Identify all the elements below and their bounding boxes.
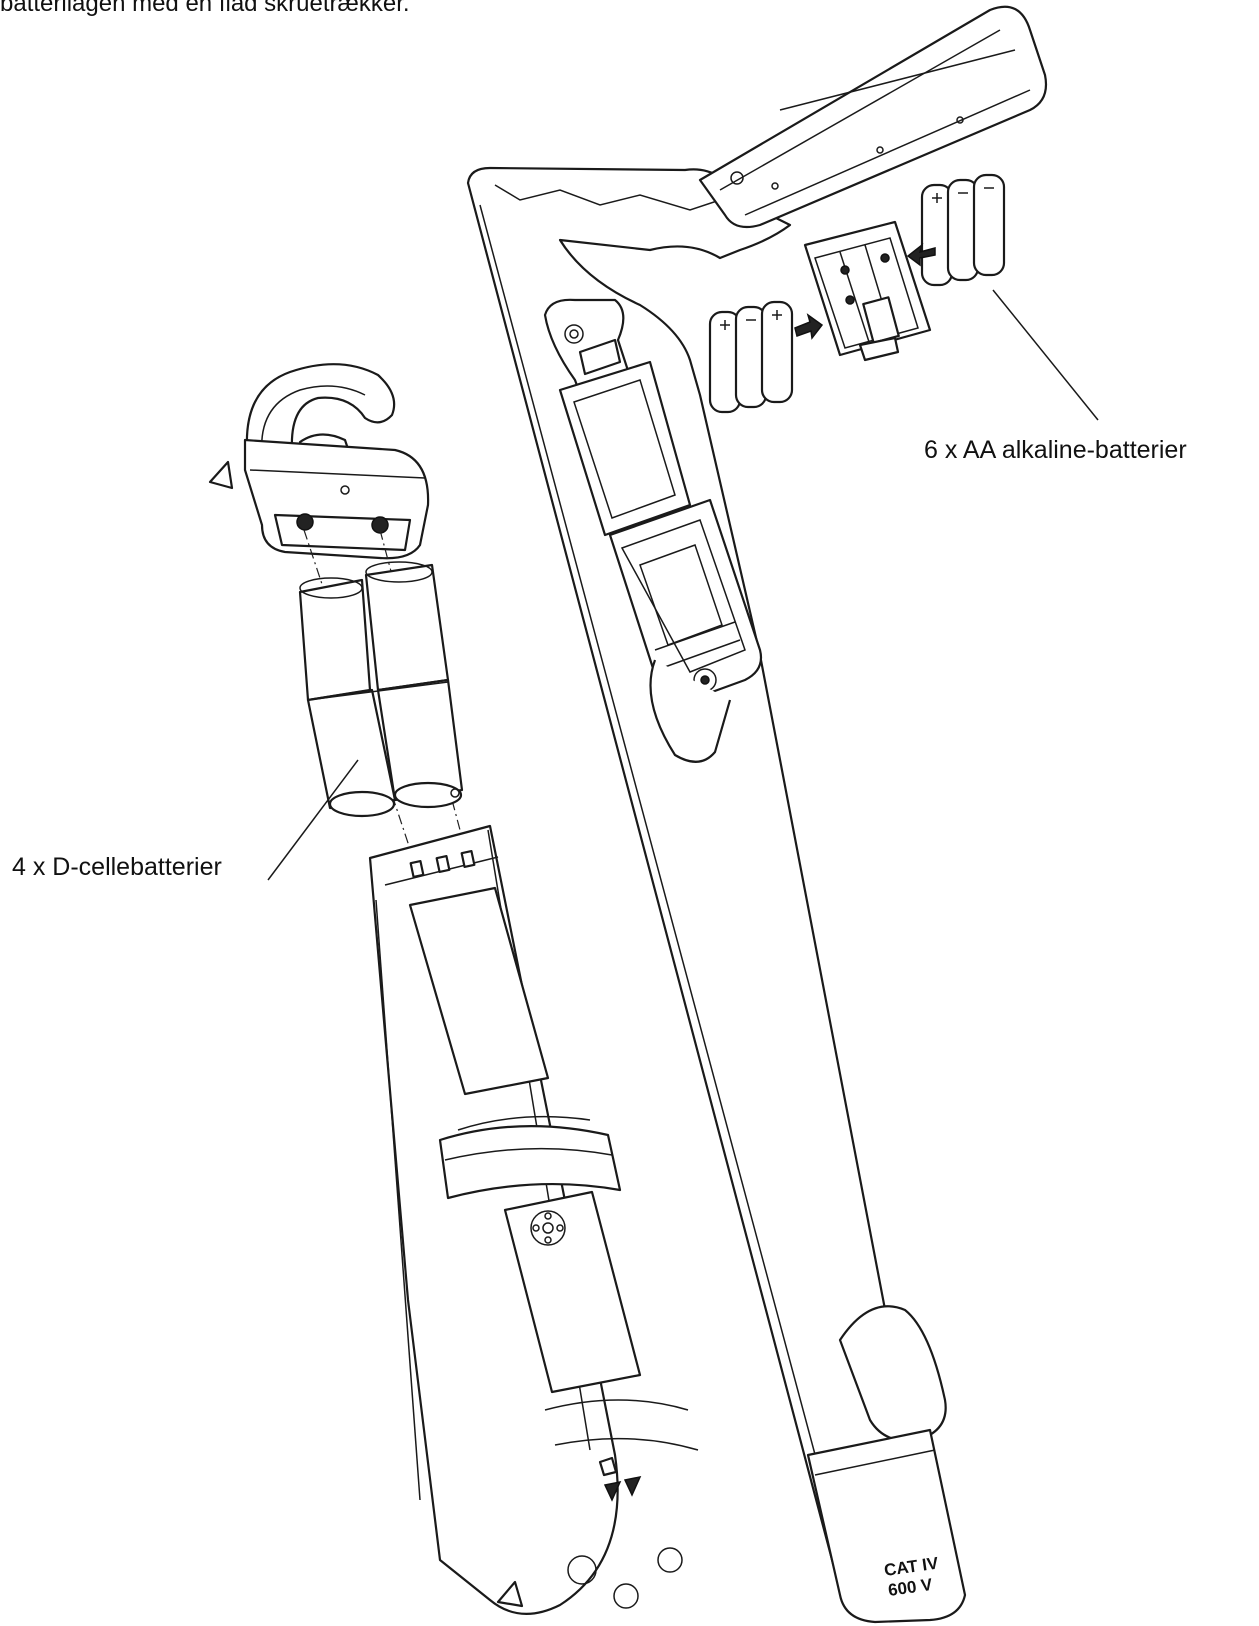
instruction-text: batterilågen med en flad skruetrækker. [0,0,410,17]
arrow-right-icon [794,313,824,340]
transmitter-unit [208,363,699,1615]
arrow-left-icon [906,242,936,267]
receiver-unit: CAT IV 600 V [466,5,1048,1624]
aa-battery-holder [803,220,932,362]
aa-leader-line [992,289,1099,421]
d-cell-batteries [298,561,464,818]
receiver-battery-compartment [543,298,763,763]
aa-batteries-right [920,173,1006,287]
d-cell-batteries-label: 4 x D-cellebatterier [12,853,222,881]
aa-batteries-left [708,300,794,414]
d-leader-line [267,759,359,881]
aa-batteries-label: 6 x AA alkaline-batterier [924,436,1187,464]
